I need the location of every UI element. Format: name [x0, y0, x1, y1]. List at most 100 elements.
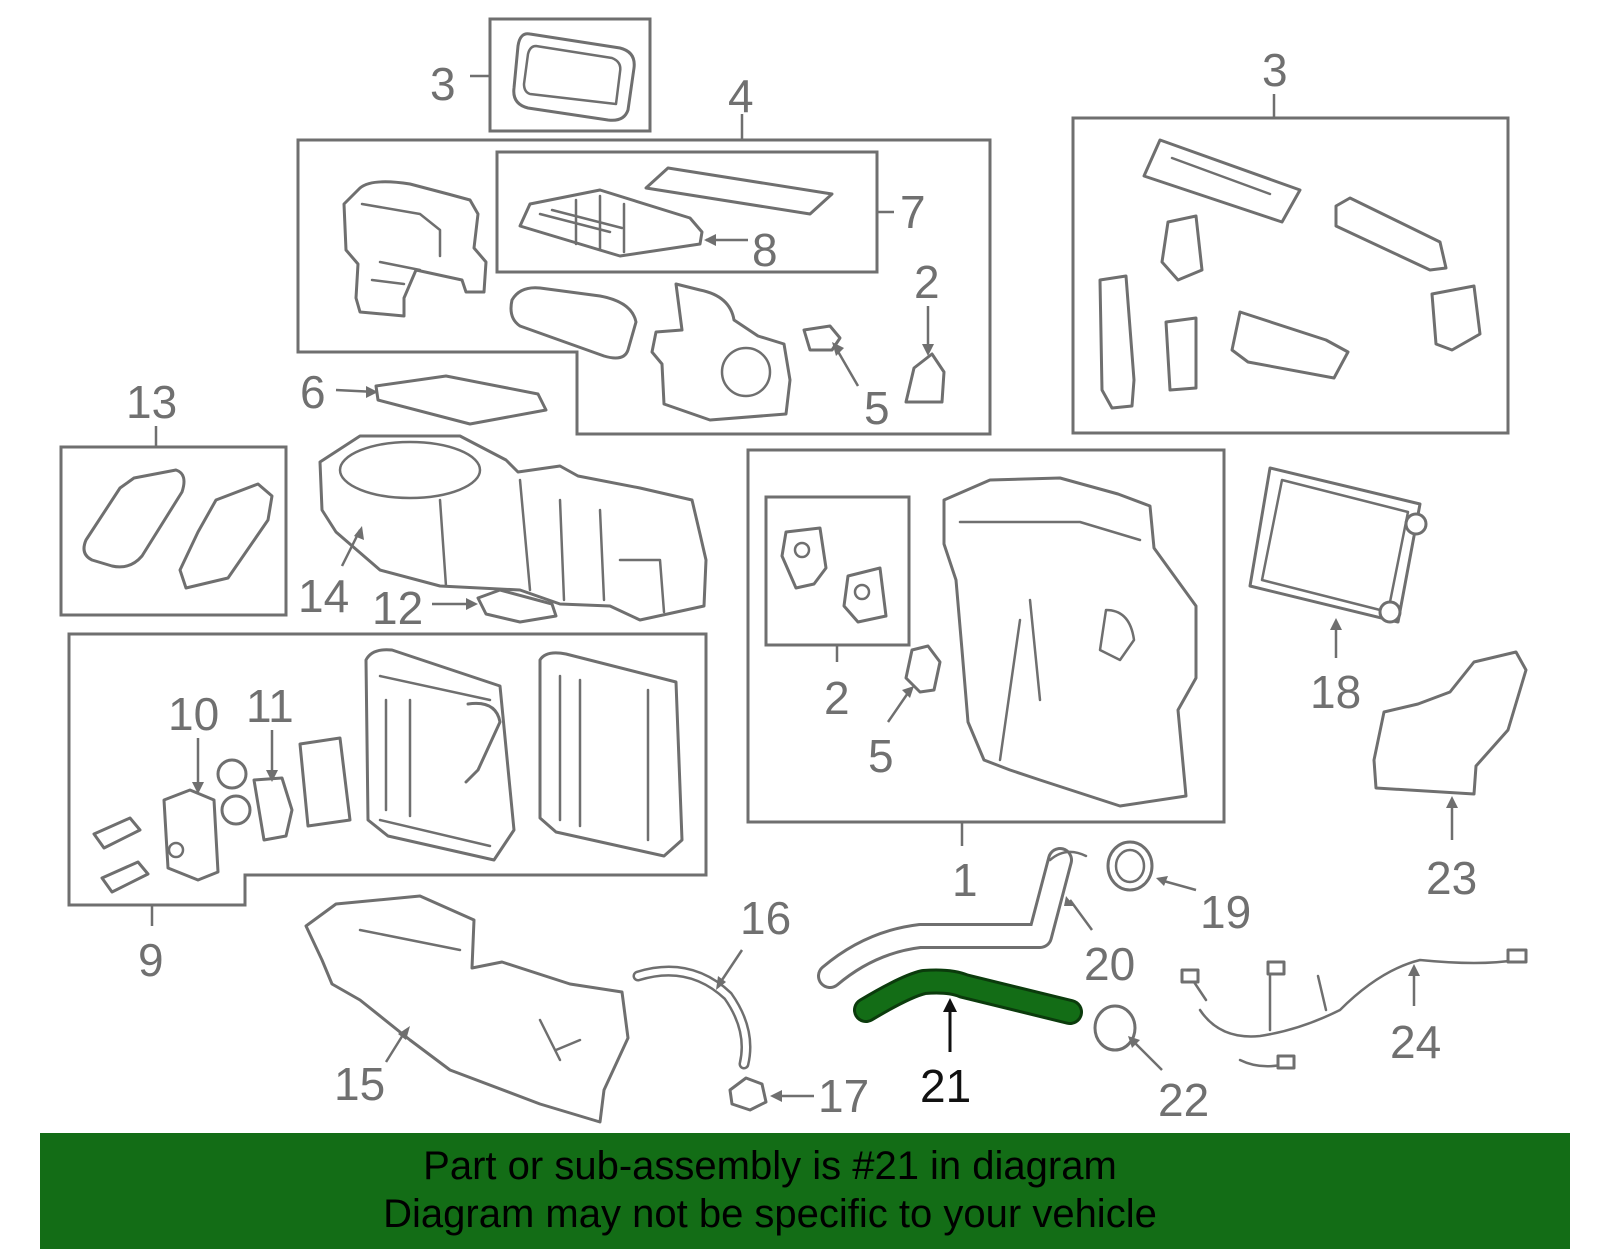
callout-14: 14 [298, 570, 349, 622]
arrowhead-16 [716, 976, 726, 990]
part-4-case-detail [360, 202, 442, 286]
banner-line-1: Part or sub-assembly is #21 in diagram [423, 1144, 1117, 1188]
part-3-bezel-d [1098, 274, 1136, 410]
arrowhead-8 [704, 234, 716, 246]
arrowhead-23 [1446, 796, 1458, 808]
part-14-detail [438, 478, 666, 614]
part-9-oring-a [216, 758, 248, 790]
arrowhead-6 [366, 386, 378, 398]
callout-21: 21 [920, 1060, 971, 1112]
leader-5-top [834, 347, 860, 387]
part-14-opening [338, 440, 482, 500]
part-9-heater-fins [558, 674, 650, 842]
callout-16: 16 [740, 892, 791, 944]
part-9-oring-b [220, 794, 252, 826]
part-3-bezel-e [1164, 316, 1198, 392]
part-6-filter [374, 374, 548, 426]
part-2-clip-top [904, 352, 946, 404]
part-17-grommet [728, 1076, 768, 1112]
callout-2-top: 2 [914, 256, 940, 308]
callout-11: 11 [246, 680, 294, 732]
part-9-heater-core [538, 651, 684, 858]
part-19-clamp [1106, 840, 1154, 892]
part-4-case-upper [342, 180, 488, 318]
part-4-blower-wheel [720, 346, 772, 398]
part-16-hose-core [635, 968, 749, 1067]
arrowhead-5-lower [902, 686, 914, 698]
part-11-bracket [252, 776, 294, 842]
arrowhead-12 [466, 598, 478, 610]
arrowhead-24 [1408, 964, 1420, 976]
arrowhead-19 [1156, 876, 1168, 886]
part-4-duct [509, 286, 638, 360]
group-box-1 [746, 448, 1226, 824]
arrowhead-20 [1064, 896, 1074, 906]
part-18-pipe-b [1378, 600, 1402, 624]
part-3-bezel-f [1230, 310, 1350, 380]
part-5-actuator-lower [904, 644, 942, 694]
part-14-case [318, 434, 708, 622]
callout-20: 20 [1084, 938, 1135, 990]
callout-6: 6 [300, 366, 326, 418]
callout-24: 24 [1390, 1016, 1441, 1068]
part-3-bezel-a-inner [1170, 156, 1272, 196]
part-16-hose [632, 965, 752, 1070]
part-2-clip-b [842, 566, 888, 624]
arrowhead-15 [398, 1026, 410, 1040]
callout-4: 4 [728, 70, 754, 122]
group-box-9 [67, 632, 708, 907]
part-3-bezel-b [1334, 196, 1448, 272]
callout-1: 1 [952, 854, 978, 906]
callout-17: 17 [818, 1070, 869, 1122]
part-9-evap-pipe [464, 701, 502, 784]
arrowhead-2-top [922, 344, 934, 356]
part-12-connector [476, 588, 558, 624]
part-13-duct [178, 482, 274, 590]
part-24-connector-d [1276, 1054, 1296, 1070]
part-3-seal [512, 32, 636, 122]
callout-19: 19 [1200, 886, 1251, 938]
part-24-connector-b [1266, 960, 1286, 976]
part-9-block [298, 736, 352, 828]
callout-8: 8 [752, 224, 778, 276]
part-7-filter [644, 166, 834, 216]
part-24-connector-c [1180, 968, 1200, 984]
arrowhead-10 [192, 782, 204, 794]
part-3-bezel-c [1160, 214, 1204, 282]
part-2-clip-a-hole [793, 541, 811, 559]
part-15-detail [358, 928, 582, 1062]
leader-5-lower [886, 689, 912, 723]
part-21-hose [856, 971, 1080, 1022]
arrowhead-22 [1128, 1036, 1140, 1048]
part-10-expansion-valve [162, 788, 220, 882]
callout-3-right: 3 [1262, 44, 1288, 96]
part-8-tray-grid [538, 194, 626, 254]
part-2-clip-b-hole [853, 583, 871, 601]
part-15-lower-case [304, 894, 630, 1124]
arrowhead-14 [354, 526, 364, 540]
part-19-clamp-inner [1114, 848, 1146, 884]
callout-22: 22 [1158, 1074, 1209, 1126]
part-22-oring [1093, 1004, 1137, 1052]
part-9-tube-b [100, 860, 150, 894]
callout-12: 12 [372, 582, 423, 634]
group-box-3-right [1071, 116, 1510, 435]
part-3-seal-inner [522, 44, 622, 106]
callout-5-lower: 5 [868, 730, 894, 782]
part-20-hose-core [820, 850, 1070, 986]
part-24-connector-a [1506, 948, 1528, 964]
callout-10: 10 [168, 688, 219, 740]
group-box-13 [59, 445, 288, 617]
info-banner: Part or sub-assembly is #21 in diagram D… [40, 1133, 1570, 1249]
leader-20 [1068, 899, 1094, 931]
part-10-valve-port [167, 841, 185, 859]
callout-9: 9 [138, 934, 164, 986]
part-9-evaporator-grid [378, 674, 492, 848]
callout-5-top: 5 [864, 382, 890, 434]
leader-22 [1131, 1039, 1163, 1071]
arrowhead-5-top [832, 342, 844, 356]
part-9-evaporator [364, 648, 516, 862]
part-23-duct [1372, 650, 1528, 796]
callout-18: 18 [1310, 666, 1361, 718]
part-3-bezel-g [1430, 284, 1482, 352]
